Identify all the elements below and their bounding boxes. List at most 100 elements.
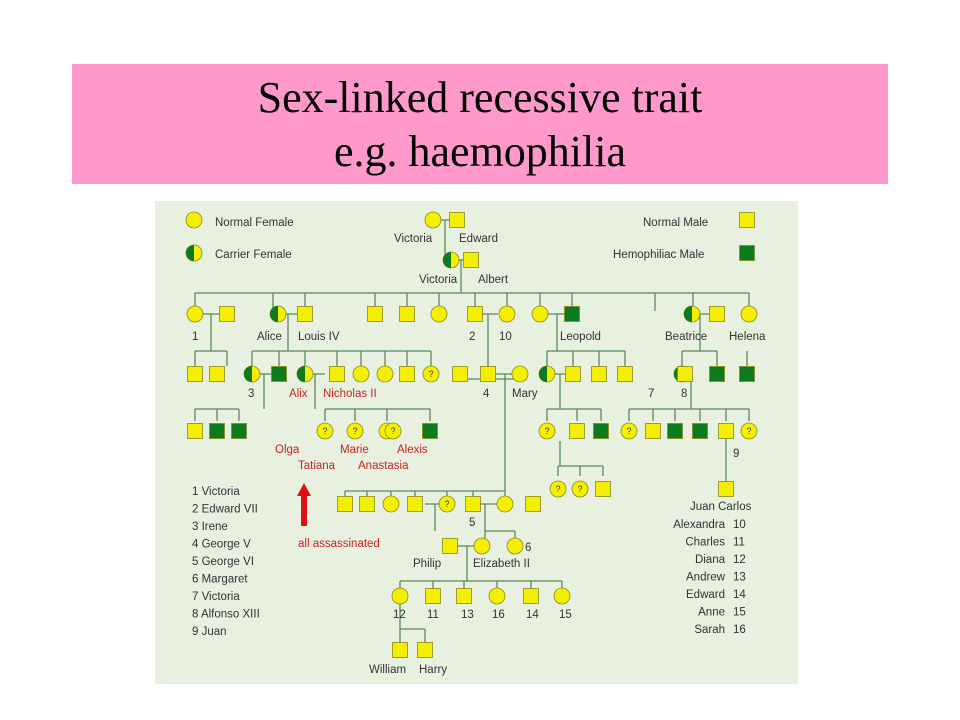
normal-male-symbol bbox=[417, 642, 433, 658]
label-albert: Albert bbox=[478, 274, 509, 286]
label-philip: Philip bbox=[413, 558, 441, 570]
normal-male-symbol bbox=[595, 481, 611, 497]
unknown-female-symbol bbox=[549, 480, 567, 498]
label-beatrice: Beatrice bbox=[665, 331, 707, 343]
unknown-female-symbol bbox=[438, 495, 456, 513]
normal-male-symbol bbox=[739, 212, 755, 228]
slide-title-line-1: Sex-linked recessive trait bbox=[257, 73, 703, 122]
unknown-female-symbol bbox=[384, 422, 402, 440]
key-right-number: 16 bbox=[733, 624, 746, 636]
normal-male-symbol bbox=[359, 496, 375, 512]
normal-male-symbol bbox=[399, 366, 415, 382]
normal-male-symbol bbox=[718, 423, 734, 439]
key-right-name: Charles bbox=[685, 537, 725, 549]
key-right-number: 11 bbox=[733, 537, 745, 549]
label-n8: 8 bbox=[681, 388, 687, 400]
key-left-item: 4 George V bbox=[192, 539, 251, 551]
unknown-female-symbol bbox=[346, 422, 364, 440]
label-victoria: Victoria bbox=[419, 274, 458, 286]
unknown-female-symbol bbox=[620, 422, 638, 440]
carrier-half-fill bbox=[539, 366, 547, 382]
hemophiliac-male-symbol bbox=[209, 423, 225, 439]
label-n16: 16 bbox=[492, 609, 505, 621]
label-nicholas-ii: Nicholas II bbox=[323, 388, 377, 400]
pedigree-chart: ??????????? Normal Female Carrier Female… bbox=[155, 201, 798, 684]
key-right-name: Anne bbox=[698, 607, 725, 619]
carrier-half-fill bbox=[244, 366, 252, 382]
label-n3: 3 bbox=[248, 388, 254, 400]
normal-male-symbol bbox=[367, 306, 383, 322]
unknown-female-symbol bbox=[422, 365, 440, 383]
key-right-number: 14 bbox=[733, 589, 746, 601]
normal-male-symbol bbox=[525, 496, 541, 512]
key-left-item: 2 Edward VII bbox=[192, 504, 258, 516]
label-n11: 11 bbox=[427, 609, 439, 621]
unknown-female-symbol bbox=[740, 422, 758, 440]
label-helena: Helena bbox=[729, 331, 766, 343]
hemophiliac-male-symbol bbox=[692, 423, 708, 439]
hemophiliac-male-symbol bbox=[564, 306, 580, 322]
normal-female-symbol bbox=[185, 211, 203, 229]
label-alexis: Alexis bbox=[397, 444, 428, 456]
normal-female-symbol bbox=[488, 587, 506, 605]
title-banner: Sex-linked recessive trait e.g. haemophi… bbox=[72, 64, 888, 184]
label-n15: 15 bbox=[559, 609, 572, 621]
normal-male-symbol bbox=[219, 306, 235, 322]
key-right-name: Sarah bbox=[694, 624, 725, 636]
normal-male-symbol bbox=[467, 306, 483, 322]
normal-female-symbol bbox=[553, 587, 571, 605]
label-mary: Mary bbox=[512, 388, 538, 400]
normal-female-symbol bbox=[186, 305, 204, 323]
carrier-half-fill bbox=[684, 306, 692, 322]
carrier-half-fill bbox=[297, 366, 305, 382]
legend-normal-male: Normal Male bbox=[643, 217, 708, 229]
label-olga: Olga bbox=[275, 444, 300, 456]
hemophiliac-male-symbol bbox=[593, 423, 609, 439]
normal-female-symbol bbox=[391, 587, 409, 605]
label-n6: 6 bbox=[525, 542, 531, 554]
normal-female-symbol bbox=[531, 305, 549, 323]
label-alix: Alix bbox=[289, 388, 308, 400]
hemophiliac-male-symbol bbox=[739, 245, 755, 261]
key-left-item: 9 Juan bbox=[192, 626, 227, 638]
label-all-assassinated: all assassinated bbox=[298, 538, 380, 550]
label-william: William bbox=[369, 664, 406, 676]
key-right-number: 15 bbox=[733, 607, 746, 619]
label-victoria-top: Victoria bbox=[394, 233, 433, 245]
hemophiliac-male-symbol bbox=[667, 423, 683, 439]
key-right-number: 10 bbox=[733, 519, 746, 531]
normal-male-symbol bbox=[617, 366, 633, 382]
label-n5: 5 bbox=[469, 517, 475, 529]
key-left-item: 6 Margaret bbox=[192, 574, 248, 586]
normal-male-symbol bbox=[425, 588, 441, 604]
hemophiliac-male-symbol bbox=[739, 366, 755, 382]
key-right-number: 12 bbox=[733, 554, 746, 566]
label-harry: Harry bbox=[419, 664, 447, 676]
key-left-item: 5 George VI bbox=[192, 556, 254, 568]
question-mark: ? bbox=[390, 426, 395, 436]
normal-female-symbol bbox=[382, 495, 400, 513]
pedigree-symbols: ??????????? bbox=[185, 211, 758, 658]
label-n1: 1 bbox=[192, 331, 198, 343]
key-right-number: 13 bbox=[733, 572, 746, 584]
normal-female-symbol bbox=[498, 305, 516, 323]
label-elizabeth-ii: Elizabeth II bbox=[473, 558, 530, 570]
normal-male-symbol bbox=[329, 366, 345, 382]
normal-male-symbol bbox=[523, 588, 539, 604]
normal-male-symbol bbox=[569, 423, 585, 439]
key-left-item: 1 Victoria bbox=[192, 486, 240, 498]
hemophiliac-male-symbol bbox=[709, 366, 725, 382]
legend-hemophiliac-male: Hemophiliac Male bbox=[613, 249, 704, 261]
normal-male-symbol bbox=[449, 212, 465, 228]
key-left-item: 3 Irene bbox=[192, 521, 228, 533]
hemophiliac-male-symbol bbox=[422, 423, 438, 439]
question-mark: ? bbox=[544, 426, 549, 436]
normal-male-symbol bbox=[465, 496, 481, 512]
normal-female-symbol bbox=[511, 365, 529, 383]
label-juan-carlos: Juan Carlos bbox=[690, 501, 752, 513]
label-tatiana: Tatiana bbox=[298, 460, 336, 472]
unknown-female-symbol bbox=[571, 480, 589, 498]
normal-male-symbol bbox=[456, 588, 472, 604]
legend-normal-female: Normal Female bbox=[215, 217, 294, 229]
